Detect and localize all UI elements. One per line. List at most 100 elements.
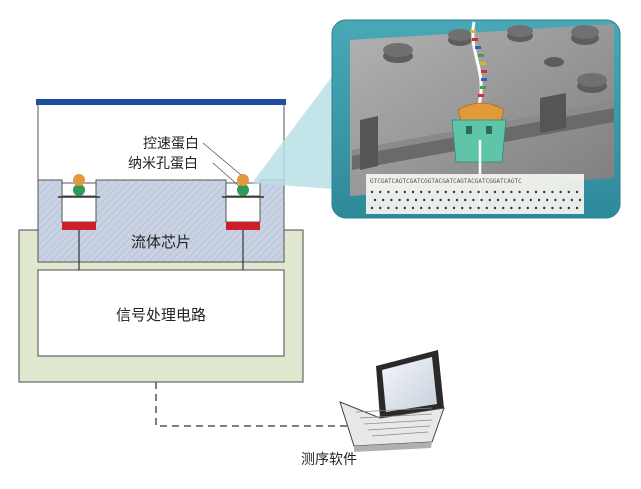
sequence-dot bbox=[518, 206, 521, 210]
sequence-dot bbox=[469, 190, 472, 194]
motor-protein-label: 控速蛋白 bbox=[143, 136, 199, 152]
sequence-dot bbox=[420, 206, 423, 210]
sequence-dot bbox=[567, 206, 570, 210]
sequence-dot bbox=[543, 190, 546, 194]
sequence-dot bbox=[387, 206, 390, 210]
ridge-block-right bbox=[540, 93, 566, 133]
left-electrode bbox=[62, 222, 96, 230]
data-connection-line bbox=[155, 382, 372, 427]
sequence-dot bbox=[464, 198, 467, 202]
sequence-dot bbox=[551, 190, 554, 194]
sequence-dot bbox=[502, 206, 505, 210]
nanopore-inset: GTCGATCAGTCGATCGGTACGATCAGTACGATCGGATCAG… bbox=[331, 19, 621, 219]
sequence-dot bbox=[575, 206, 579, 210]
sequence-dot bbox=[469, 206, 472, 210]
sequence-dot bbox=[436, 190, 439, 194]
sequence-dot bbox=[428, 190, 431, 194]
sequence-dot bbox=[436, 206, 439, 210]
right-motor-protein bbox=[237, 174, 249, 186]
sequence-dot bbox=[510, 190, 513, 194]
nanopore-protein-label: 纳米孔蛋白 bbox=[128, 156, 198, 172]
sequence-dot bbox=[505, 198, 508, 202]
sequence-dot bbox=[534, 190, 538, 194]
laptop-icon bbox=[339, 350, 445, 452]
sequence-dot bbox=[395, 206, 398, 210]
sequence-dot bbox=[472, 198, 475, 202]
sequence-dot bbox=[485, 206, 488, 210]
sequence-dot bbox=[567, 190, 570, 194]
sequence-dot bbox=[537, 198, 541, 202]
sequence-dot bbox=[570, 198, 573, 202]
sequence-dot bbox=[420, 190, 423, 194]
sequence-dot bbox=[554, 198, 557, 202]
sequence-dot bbox=[439, 198, 442, 202]
sequence-dot bbox=[398, 198, 401, 202]
sequence-dot bbox=[379, 190, 382, 194]
sequence-dot bbox=[543, 206, 546, 210]
sequence-dot bbox=[370, 190, 374, 194]
right-nanopore-protein bbox=[237, 184, 249, 196]
nanopore-leader bbox=[212, 162, 240, 187]
signal-circuit-label: 信号处理电路 bbox=[116, 306, 206, 324]
right-electrode bbox=[226, 222, 260, 230]
sequence-dot bbox=[411, 206, 415, 210]
sequence-dot bbox=[526, 206, 529, 210]
surface-pillars bbox=[383, 25, 607, 93]
sequence-dot bbox=[559, 190, 562, 194]
sequence-dot bbox=[406, 198, 409, 202]
sequence-dot bbox=[428, 206, 431, 210]
sequence-dot bbox=[444, 190, 447, 194]
sequence-dot bbox=[575, 190, 579, 194]
blue-cap-bar bbox=[36, 99, 286, 105]
left-motor-protein bbox=[73, 174, 85, 186]
fluidic-chip-label: 流体芯片 bbox=[131, 233, 191, 251]
sequence-dot bbox=[461, 190, 464, 194]
sequence-dot bbox=[379, 206, 382, 210]
sequence-dot bbox=[370, 206, 374, 210]
sequence-dot bbox=[521, 198, 524, 202]
motor-leader bbox=[202, 142, 242, 176]
sequence-strip bbox=[366, 174, 584, 214]
zoom-callout bbox=[252, 58, 346, 190]
sequence-dot bbox=[518, 190, 521, 194]
sequence-dot bbox=[387, 190, 390, 194]
sequence-dot bbox=[477, 206, 480, 210]
sequence-dot bbox=[480, 198, 483, 202]
sequence-dot bbox=[485, 190, 488, 194]
sequence-dot bbox=[496, 198, 500, 202]
sequence-dot bbox=[562, 198, 565, 202]
sequence-dot bbox=[534, 206, 538, 210]
sequence-dot bbox=[493, 190, 497, 194]
sequence-dot bbox=[444, 206, 447, 210]
sequence-dot bbox=[477, 190, 480, 194]
sequence-dot bbox=[452, 206, 456, 210]
sequence-dot bbox=[546, 198, 549, 202]
sequence-dot bbox=[390, 198, 393, 202]
sequence-dot bbox=[578, 198, 582, 202]
sequence-dot bbox=[529, 198, 532, 202]
dna-bases bbox=[470, 30, 487, 97]
sequence-dot bbox=[403, 190, 406, 194]
sequence-dot bbox=[382, 198, 385, 202]
sequence-dot bbox=[414, 198, 418, 202]
sequence-dot bbox=[510, 206, 513, 210]
sequence-dot bbox=[403, 206, 406, 210]
left-well bbox=[61, 195, 97, 223]
ridge-block-left bbox=[360, 116, 378, 170]
sequence-dot bbox=[551, 206, 554, 210]
left-nanopore-protein bbox=[73, 184, 85, 196]
sequence-dot bbox=[447, 198, 450, 202]
sequence-dot bbox=[455, 198, 459, 202]
software-label: 测序软件 bbox=[301, 452, 357, 468]
sequence-dot bbox=[559, 206, 562, 210]
sequence-dot bbox=[493, 206, 497, 210]
sequence-dot bbox=[423, 198, 426, 202]
sequence-dot bbox=[488, 198, 491, 202]
dna-sequence-text: GTCGATCAGTCGATCGGTACGATCAGTACGATCGGATCAG… bbox=[370, 178, 522, 185]
sequence-dots bbox=[370, 190, 582, 210]
sequence-dot bbox=[526, 190, 529, 194]
sequence-dot bbox=[502, 190, 505, 194]
sequence-dot bbox=[461, 206, 464, 210]
sequence-dot bbox=[431, 198, 434, 202]
